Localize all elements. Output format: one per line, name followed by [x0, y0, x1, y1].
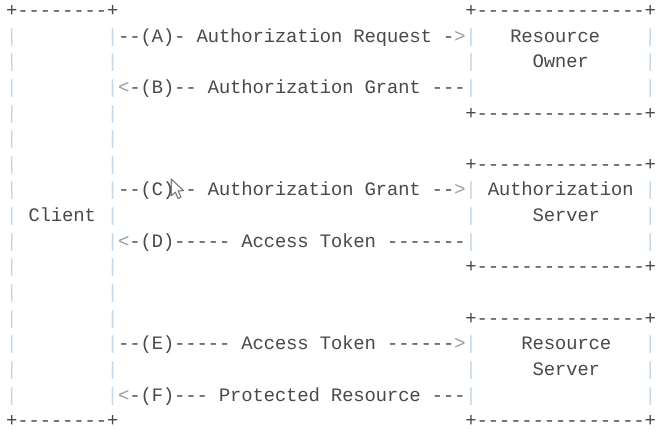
oauth-flow-ascii-diagram: +--------+ +---------------+ | |--(A)- A…	[6, 0, 656, 433]
